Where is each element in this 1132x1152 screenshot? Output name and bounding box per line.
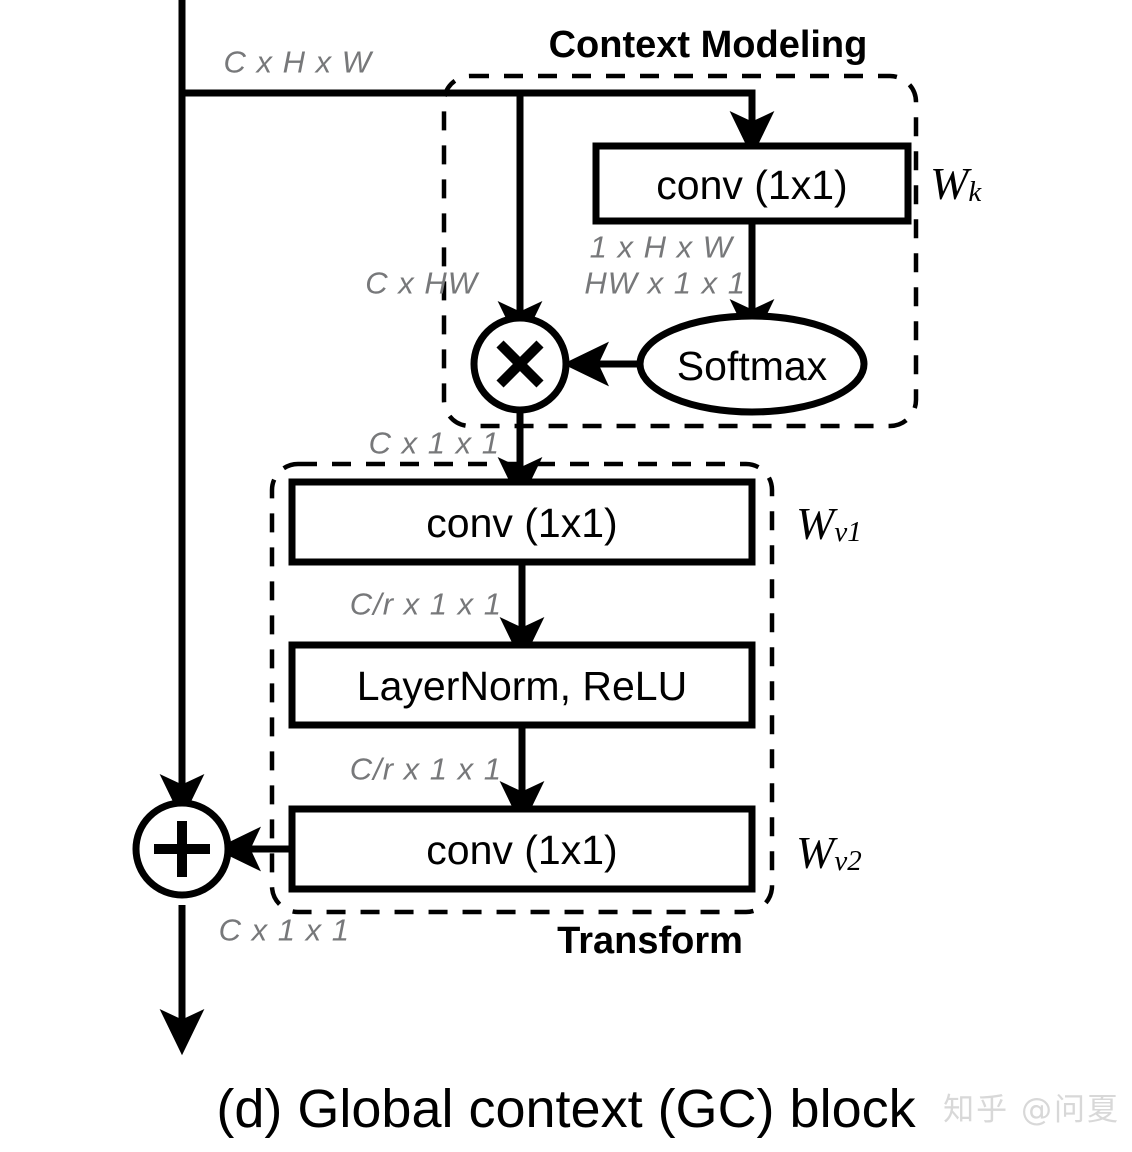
softmax-node[interactable]: Softmax xyxy=(636,312,868,416)
weight-label-wk: Wk xyxy=(930,158,982,209)
conv-k-label: conv (1x1) xyxy=(656,162,847,208)
transform-title: Transform xyxy=(557,920,743,962)
layernorm-relu-node[interactable]: LayerNorm, ReLU xyxy=(288,641,756,729)
conv-v1-node[interactable]: conv (1x1) xyxy=(288,478,756,566)
dim-context-out: C x 1 x 1 xyxy=(369,426,500,461)
add-node[interactable] xyxy=(132,799,232,899)
transform-group-boundary xyxy=(269,461,775,915)
multiply-glyph xyxy=(496,340,544,388)
dim-input: C x H x W xyxy=(224,45,374,80)
conv-v2-label: conv (1x1) xyxy=(426,827,617,873)
conv-v2-node[interactable]: conv (1x1) xyxy=(288,805,756,893)
softmax-ellipse[interactable] xyxy=(636,312,868,416)
figure-caption: (d) Global context (GC) block xyxy=(216,1079,916,1139)
conv-v1-label: conv (1x1) xyxy=(426,500,617,546)
watermark-text: 知乎 @问夏 xyxy=(943,1092,1120,1128)
plus-glyph xyxy=(154,821,210,877)
weight-label-wv1: Wv1 xyxy=(796,498,862,549)
dim-ln-relu-out: C/r x 1 x 1 xyxy=(350,752,502,787)
dim-conv-k-out-1: 1 x H x W xyxy=(590,230,735,265)
dim-conv-v1-out: C/r x 1 x 1 xyxy=(350,587,502,622)
conv-v2-box[interactable] xyxy=(288,805,756,893)
weight-label-wv2: Wv2 xyxy=(796,827,862,878)
identity-trunk xyxy=(159,0,775,1056)
conv-k-node[interactable]: conv (1x1) xyxy=(592,142,912,225)
context-modeling-title: Context Modeling xyxy=(549,24,868,66)
layernorm-relu-label: LayerNorm, ReLU xyxy=(357,663,687,709)
context-modeling-group-boundary xyxy=(441,73,919,429)
dim-identity-branch: C x HW xyxy=(365,266,480,301)
softmax-label: Softmax xyxy=(677,343,828,389)
multiply-node[interactable] xyxy=(470,314,570,414)
dim-conv-k-out-2: HW x 1 x 1 xyxy=(584,266,746,301)
dim-output: C x 1 x 1 xyxy=(219,913,350,948)
